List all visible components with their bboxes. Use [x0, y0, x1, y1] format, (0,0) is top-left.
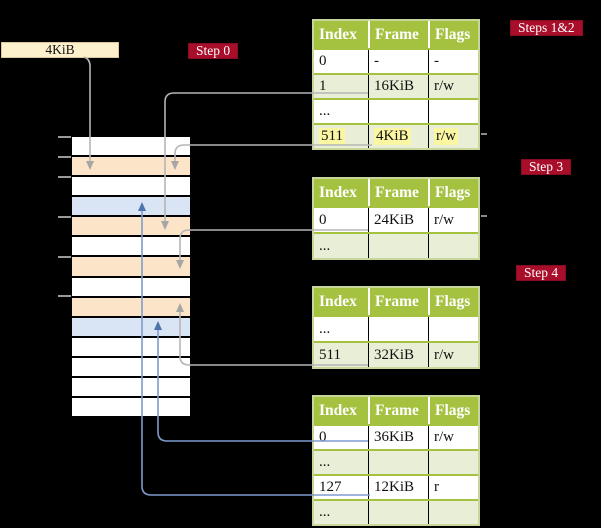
frame-cell: [368, 451, 428, 474]
index-cell: 511: [319, 346, 341, 363]
memory-row: [72, 157, 190, 178]
page-table-step-4: Index Frame Flags ... 511 32KiB r/w: [312, 286, 480, 369]
index-cell: 0: [319, 211, 327, 228]
page-table-steps-1-2: Index Frame Flags 0 - - 1 16KiB r/w ... …: [312, 19, 480, 150]
frame-cell: [368, 317, 428, 341]
step-0-badge: Step 0: [188, 43, 239, 59]
memory-row: [72, 317, 190, 338]
highlight: 511: [319, 128, 345, 145]
frame-cell: 32KiB: [368, 343, 428, 367]
table-header-row: Index Frame Flags: [314, 179, 478, 206]
flags-cell: r/w: [428, 343, 478, 367]
flags-cell: [428, 317, 478, 341]
flags-cell: [428, 100, 478, 123]
flags-cell: r: [428, 476, 478, 499]
column-header: Frame: [368, 397, 428, 424]
memory-row: [72, 398, 190, 417]
frame-cell: [368, 501, 428, 524]
column-header: Index: [319, 183, 357, 201]
column-header: Index: [319, 401, 357, 419]
memory-row: [72, 337, 190, 358]
memory-row: [72, 217, 190, 238]
frame-cell: [368, 100, 428, 123]
memory-row: [72, 177, 190, 198]
table-header-row: Index Frame Flags: [314, 21, 478, 48]
column-header: Frame: [368, 179, 428, 206]
index-cell: ...: [319, 504, 331, 520]
step-3-badge: Step 3: [521, 159, 572, 175]
table-row-highlighted: 511 4KiB r/w: [314, 123, 478, 148]
index-cell: 127: [319, 479, 342, 495]
column-header: Index: [319, 292, 357, 310]
flags-cell: -: [428, 50, 478, 73]
memory-row: [72, 197, 190, 218]
column-header: Flags: [428, 21, 478, 48]
table-row: 511 32KiB r/w: [314, 341, 478, 367]
table-row: 0 24KiB r/w: [314, 206, 478, 232]
column-header: Flags: [428, 397, 478, 424]
memory-row: [72, 237, 190, 258]
frame-cell: 16KiB: [368, 75, 428, 98]
frame-cell: 24KiB: [368, 208, 428, 232]
frame-cell: 12KiB: [368, 476, 428, 499]
index-cell: ...: [319, 454, 331, 470]
table-row: ...: [314, 98, 478, 123]
table-row: 0 - -: [314, 48, 478, 73]
column-header: Frame: [368, 21, 428, 48]
column-header: Frame: [368, 288, 428, 315]
memory-row: [72, 297, 190, 318]
flags-cell: r/w: [428, 426, 478, 449]
page-table-step-3: Index Frame Flags 0 24KiB r/w ...: [312, 177, 480, 260]
page-size-box: 4KiB: [1, 42, 119, 58]
memory-row: [72, 357, 190, 378]
flags-cell: r/w: [428, 208, 478, 232]
memory-row: [72, 377, 190, 399]
table-header-row: Index Frame Flags: [314, 288, 478, 315]
flags-cell: r/w: [428, 75, 478, 98]
flags-cell: [428, 234, 478, 258]
column-header: Flags: [428, 288, 478, 315]
index-cell: ...: [319, 103, 331, 119]
step-4-badge: Step 4: [516, 265, 567, 281]
table-row: ...: [314, 449, 478, 474]
page-table-leaf: Index Frame Flags 0 36KiB r/w ... 127 12…: [312, 395, 480, 526]
steps-1-2-badge: Steps 1&2: [510, 20, 583, 36]
frame-cell: -: [368, 50, 428, 73]
column-header: Index: [319, 25, 357, 43]
memory-row: [72, 257, 190, 278]
index-cell: 0: [319, 429, 327, 445]
physical-memory-column: [70, 135, 192, 418]
frame-cell: 36KiB: [368, 426, 428, 449]
frame-cell: 4KiB: [368, 125, 428, 148]
memory-row: [72, 277, 190, 298]
index-cell: 0: [319, 53, 327, 69]
table-row: ...: [314, 315, 478, 341]
frame-cell: [368, 234, 428, 258]
table-row: ...: [314, 499, 478, 524]
flags-cell: r/w: [428, 125, 478, 148]
index-cell: ...: [319, 320, 331, 337]
highlight: 4KiB: [374, 128, 411, 145]
index-cell: 511: [314, 125, 368, 148]
column-header: Flags: [428, 179, 478, 206]
flags-cell: [428, 451, 478, 474]
highlight: r/w: [434, 128, 458, 145]
index-cell: ...: [319, 237, 331, 254]
table-row: 127 12KiB r: [314, 474, 478, 499]
table-row: ...: [314, 232, 478, 258]
memory-row: [72, 137, 190, 158]
flags-cell: [428, 501, 478, 524]
table-row: 0 36KiB r/w: [314, 424, 478, 449]
table-row: 1 16KiB r/w: [314, 73, 478, 98]
table-header-row: Index Frame Flags: [314, 397, 478, 424]
page-size-label: 4KiB: [45, 42, 75, 57]
index-cell: 1: [319, 78, 327, 94]
